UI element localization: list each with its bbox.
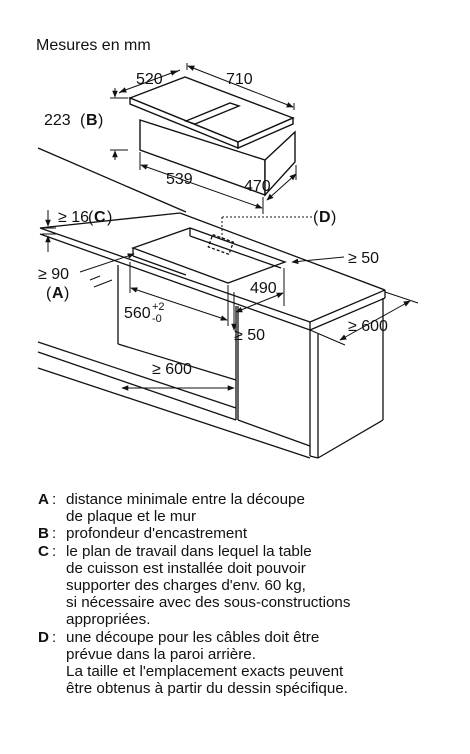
hob-cutout-depth-label: 470 (244, 178, 271, 195)
legend-line: profondeur d'encastrement (66, 525, 248, 543)
hob-cutout-width-label: 539 (166, 171, 193, 188)
cutout-width-tol-plus: +2 (152, 301, 165, 313)
legend-line: distance minimale entre la découpe (66, 491, 305, 508)
cabinet-width-label: ≥ 600 (152, 361, 192, 378)
cutout-depth-label: 490 (250, 280, 277, 297)
worktop-back-edge (39, 212, 181, 229)
worktop-depth-label: ≥ 600 (348, 318, 388, 335)
worktop-drawing (37, 147, 386, 459)
front-distance-close-paren: ) (64, 285, 69, 302)
front-distance-open-paren: ( (46, 285, 52, 302)
legend-colon: : (52, 628, 57, 646)
legend-line: de cuisson est installée doit pouvoir (66, 559, 306, 577)
legend-line: appropriées. (66, 611, 151, 629)
legend-letter: A (38, 491, 49, 508)
legend-line: supporter des charges d'env. 60 kg, (66, 577, 306, 595)
legend-entry-c: C: le plan de travail dans lequel la tabl… (38, 543, 458, 629)
cutout-width-label: 560 (124, 305, 151, 322)
installation-diagram: Mesures en mm 520 710 2 (36, 37, 419, 459)
wall-distance-label: ≥ 50 (348, 250, 379, 267)
legend-entry-b: B: profondeur d'encastrement (38, 525, 458, 542)
worktop-thickness-open-paren: ( (88, 209, 94, 226)
cable-cutout-box (207, 233, 235, 256)
hob-height-open-paren: ( (80, 112, 86, 129)
legend-colon: : (52, 491, 57, 508)
hob-height-close-paren: ) (98, 112, 103, 129)
cable-ref-open-paren: ( (313, 209, 319, 226)
front-distance-ref: A (52, 285, 64, 302)
cutout-width-tol-minus: -0 (152, 313, 162, 325)
hob-depth-label: 520 (136, 71, 163, 88)
worktop-cutout (131, 227, 287, 284)
legend-line: être obtenus à partir du dessin spécifiq… (66, 680, 348, 698)
measurement-units-title: Mesures en mm (36, 37, 151, 54)
hob-width-label: 710 (226, 71, 253, 88)
legend-line: prévue dans la paroi arrière. (66, 645, 256, 663)
hob-height-ref: B (86, 112, 98, 129)
legend-line: une découpe pour les câbles doit être (66, 628, 320, 646)
legend-line: La taille et l'emplacement exacts peuven… (66, 663, 344, 681)
legend-letter: B (38, 525, 49, 543)
legend-line: le plan de travail dans lequel la table (66, 542, 312, 560)
hob-height-value: 223 (44, 112, 71, 129)
legend-line: si nécessaire avec des sous-construction… (66, 594, 351, 612)
cable-cutout-ref: D (319, 209, 331, 226)
worktop-thickness-close-paren: ) (107, 209, 112, 226)
legend-description: profondeur d'encastrement (66, 525, 458, 542)
legend-line: de plaque et le mur (66, 508, 197, 526)
legend-colon: : (52, 525, 57, 543)
legend-letter: C (38, 542, 49, 560)
legend-letter: D (38, 628, 49, 646)
worktop-thickness-ref: C (94, 209, 106, 226)
legend-colon: : (52, 542, 57, 560)
front-distance-value: ≥ 90 (38, 266, 69, 283)
worktop-thickness-value: ≥ 16 (58, 209, 89, 226)
cable-ref-close-paren: ) (331, 209, 336, 226)
worktop-front-edge (39, 227, 311, 323)
wall-line (37, 147, 187, 213)
side-gap-label: ≥ 50 (234, 327, 265, 344)
